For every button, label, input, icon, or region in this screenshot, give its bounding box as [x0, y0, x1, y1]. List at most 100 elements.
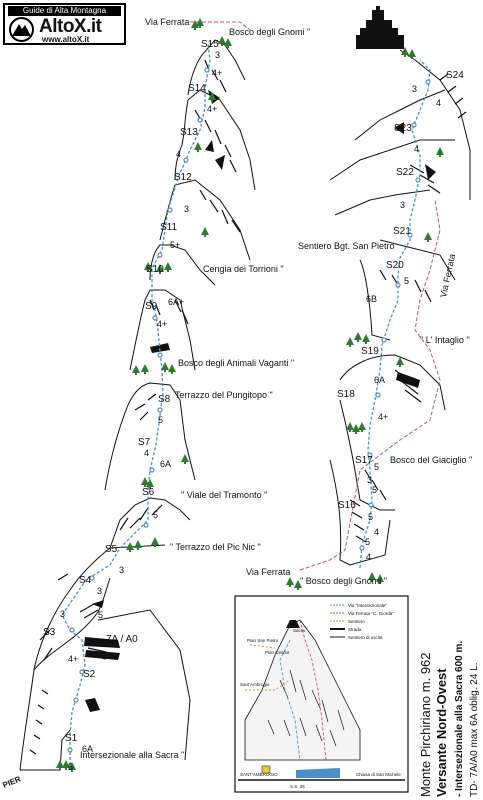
grade-label: 6B — [366, 294, 377, 304]
map-label: S.S. 25 — [290, 784, 305, 789]
grade-label: 4+ — [68, 654, 78, 664]
station-s9: S9 — [145, 301, 158, 312]
viale-tramonto-label: " Viale del Tramonto " — [181, 490, 267, 500]
map-trail-path-2 — [249, 644, 276, 649]
station-s5: S5 — [105, 544, 118, 555]
map-label: Sant'Ambrogio — [240, 682, 270, 687]
grade-label: 4 — [374, 527, 379, 537]
topo-title: Monte Pirchiriano m. 962 Versante Nord-O… — [418, 641, 480, 797]
left-route-line — [61, 43, 211, 770]
map-ferrata-path — [299, 619, 327, 761]
left-rock-outline — [19, 39, 256, 771]
bosco-gnomi-bottom-label: " Bosco degli Gnomi " — [300, 576, 387, 586]
left-place-labels: Via Ferrata Bosco degli Gnomi " Cengia d… — [1, 17, 310, 790]
terrazzo-picnic-label: " Terrazzo del Pic Nic " — [170, 542, 261, 552]
grade-label: 6A+ — [168, 297, 184, 307]
via-ferrata-vertical-label: Via Ferrata — [438, 253, 457, 298]
map-label: Sacra — [293, 628, 305, 633]
map-parking-icon — [261, 765, 271, 774]
map-trail-path — [245, 679, 291, 691]
grade-label: 3 — [119, 565, 124, 575]
grade-label: 5+ — [170, 240, 180, 250]
map-road-labels: SANT'AMBROGIO S.S. 25 Chiusa di San Mich… — [240, 772, 401, 789]
station-s10: S10 — [146, 264, 164, 275]
bosco-gnomi-label: Bosco degli Gnomi " — [229, 27, 310, 37]
station-s20: S20 — [386, 260, 404, 271]
grade-label: 3 — [184, 204, 189, 214]
station-s13: S13 — [180, 127, 198, 138]
grade-label: 3 — [367, 475, 372, 485]
terrazzo-pungitopo-label: Terrazzo del Pungitopo " — [175, 390, 273, 400]
grade-label: 3 — [400, 200, 405, 210]
map-legend: Via "Intersezionale" Via Ferrata "C. Gio… — [330, 603, 394, 640]
station-s16: S16 — [338, 500, 356, 511]
grade-label: 5 — [368, 512, 373, 522]
left-station-labels: S1 S2 S3 S4 S5 S6 S7 S8 S9 S10 S11 S12 S… — [43, 39, 219, 744]
station-s2: S2 — [83, 669, 96, 680]
grade-label: 3 — [215, 50, 220, 60]
left-rock-hatching — [29, 59, 241, 755]
right-trees — [286, 47, 444, 590]
title-mountain: Monte Pirchiriano m. 962 — [418, 652, 433, 797]
right-overhang-blocks — [394, 122, 436, 388]
legend-item: Sentiero — [348, 619, 365, 624]
logo-name: AltoX.it — [39, 16, 102, 37]
grade-label: 5 — [153, 510, 158, 520]
map-label: SANT'AMBROGIO — [240, 772, 278, 777]
grade-label: 6A — [82, 744, 93, 754]
grade-label: 3 — [412, 84, 417, 94]
station-s22: S22 — [396, 167, 414, 178]
station-s7: S7 — [138, 437, 151, 448]
grade-label: 7A / A0 — [106, 634, 138, 645]
station-s3: S3 — [43, 627, 56, 638]
grade-label: 5 — [98, 610, 103, 620]
grade-label: 4 — [176, 149, 181, 159]
map-river — [296, 768, 340, 778]
grade-label: 4+ — [207, 104, 217, 114]
map-label: Chiusa di San Michele — [356, 772, 401, 777]
map-label: Pian Cestlot — [265, 650, 290, 655]
station-s11: S11 — [160, 222, 177, 233]
map-route-path — [279, 639, 301, 761]
logo-tagline: Guide di Alta Montagna — [8, 6, 121, 16]
right-place-labels: Sentiero Bgt. San Pietro Via Ferrata " L… — [246, 241, 472, 586]
cengia-label: Cengia dei Torrioni " — [203, 264, 284, 274]
right-rock-outline — [329, 49, 471, 566]
grade-label: 4 — [144, 448, 149, 458]
start-label: Intersezionale alla Sacra " — [80, 750, 184, 760]
station-s23: S23 — [394, 123, 412, 134]
station-s14: S14 — [188, 83, 206, 94]
approach-map: Via "Intersezionale" Via Ferrata "C. Gio… — [234, 595, 409, 793]
grade-label: 5 — [158, 415, 163, 425]
map-place-labels: Sacra Pian Cestlot Pian San Pietro Sant'… — [240, 628, 305, 687]
grade-label: 6A — [374, 375, 385, 385]
map-mountain — [244, 619, 361, 761]
mountain-logo-icon — [9, 17, 34, 42]
title-grade: TD- 7A/A0 max 6A oblig. 24 L. — [469, 662, 480, 797]
pier-label: PIER — [1, 774, 22, 789]
grade-label: 5 — [365, 537, 370, 547]
station-s15: S15 — [201, 39, 219, 50]
right-grade-labels: 5 4 6B 6A 4+ 5 3 4 3 4 5 3 5 5 4 — [365, 84, 441, 562]
grade-label: 4+ — [212, 68, 222, 78]
left-grade-labels: 5 6A 4+ 3 5 7A / A0 3 5 3 6A 5 4 4+ 6A+ … — [60, 50, 222, 772]
altox-logo: Guide di Alta Montagna AltoX.it www.alto… — [3, 3, 126, 45]
left-route-bolts — [67, 67, 210, 753]
sentiero-label: Sentiero Bgt. San Pietro — [298, 241, 395, 251]
legend-item: Via "Intersezionale" — [348, 603, 387, 608]
station-s21: S21 — [393, 226, 411, 237]
grade-label: 3 — [97, 586, 102, 596]
station-s6: S6 — [142, 487, 155, 498]
grade-label: 4+ — [378, 412, 388, 422]
bosco-giaciglio-label: Bosco del Giaciglio " — [390, 455, 472, 465]
ferrata-right-line — [299, 199, 441, 571]
grade-label: 4 — [436, 98, 441, 108]
title-face: Versante Nord-Ovest — [434, 668, 449, 797]
map-sacra-icon — [286, 620, 300, 628]
grade-label: 3 — [60, 609, 65, 619]
via-ferrata-label: Via Ferrata — [145, 17, 189, 27]
station-s1: S1 — [65, 733, 78, 744]
grade-label: 5 — [68, 762, 73, 772]
station-s12: S12 — [174, 172, 192, 183]
